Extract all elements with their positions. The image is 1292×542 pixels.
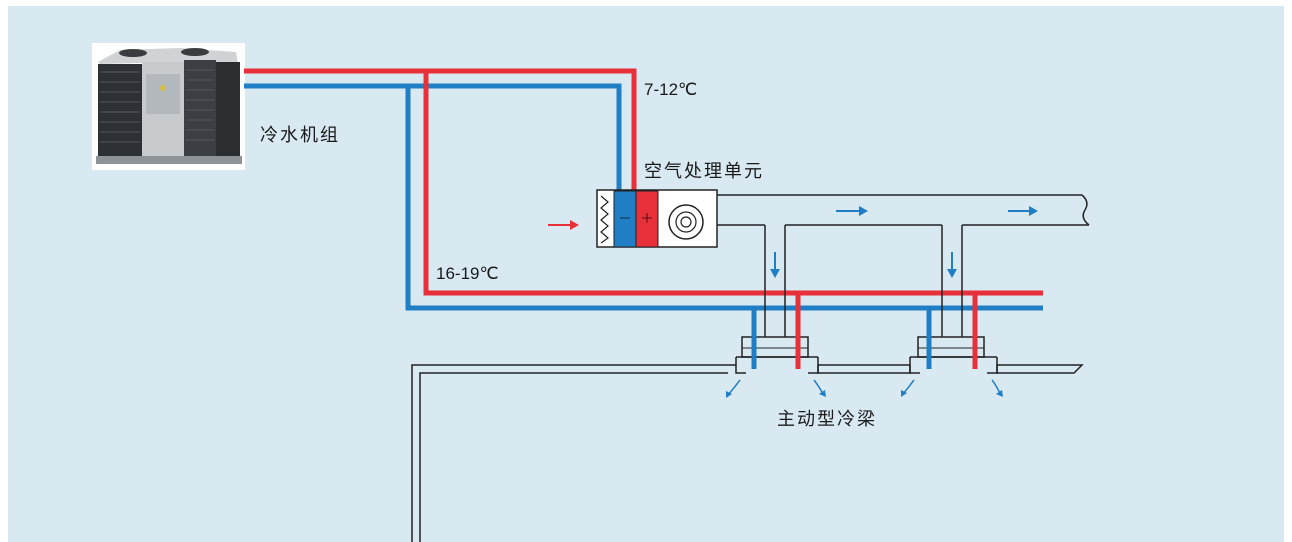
air-duct <box>717 194 1090 337</box>
duct-flow-arrow <box>1008 206 1038 216</box>
hot-pipe-upper <box>244 68 637 192</box>
discharge-arrow <box>727 379 741 396</box>
chilled-beam-1 <box>735 293 819 374</box>
supply-temp-label: 7-12℃ <box>644 80 698 99</box>
cold-pipe-upper <box>244 83 622 192</box>
chiller-label: 冷水机组 <box>260 125 340 146</box>
room-outline <box>411 364 1084 542</box>
beam-label: 主动型冷梁 <box>777 409 877 430</box>
down-flow-arrow <box>770 252 780 278</box>
inlet-air-arrow <box>548 220 579 230</box>
discharge-arrow-head <box>819 390 826 397</box>
discharge-arrow-head <box>726 391 732 398</box>
discharge-arrow-head <box>901 390 907 397</box>
discharge-arrow-head <box>996 390 1003 397</box>
air-handling-unit <box>596 189 718 248</box>
hot-pipe-riser <box>423 71 1043 296</box>
return-temp-label: 16-19℃ <box>436 264 499 283</box>
chiller-unit-image <box>92 43 245 170</box>
ahu-label: 空气处理单元 <box>644 161 764 182</box>
down-flow-arrow <box>947 252 957 278</box>
duct-flow-arrow <box>836 206 868 216</box>
cold-pipe-riser <box>405 86 1043 311</box>
discharge-arrow <box>813 379 824 395</box>
discharge-arrow <box>991 379 1001 395</box>
chilled-beam-2 <box>909 293 998 374</box>
